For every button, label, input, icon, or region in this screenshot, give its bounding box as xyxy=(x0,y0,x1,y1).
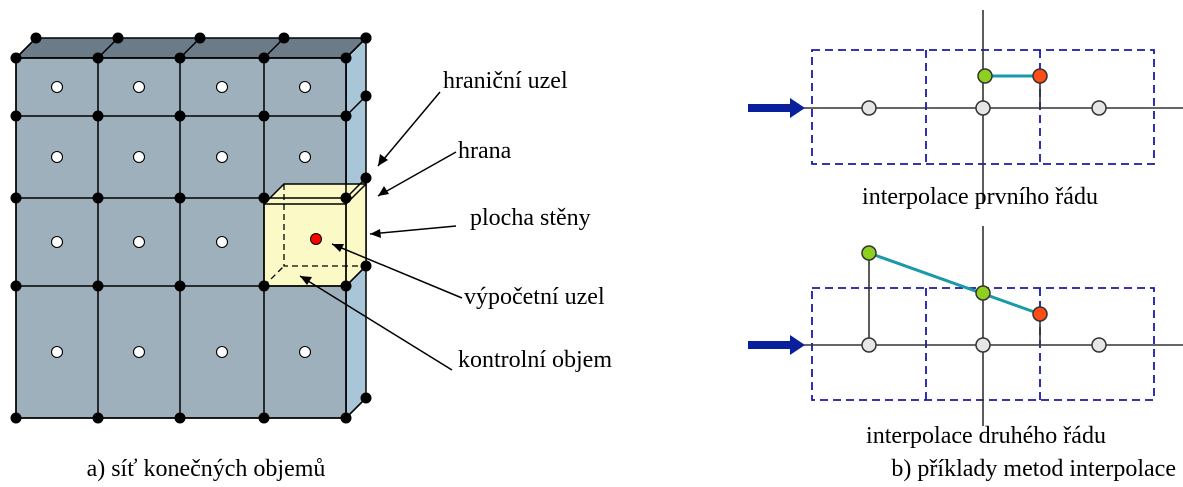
mesh-node xyxy=(258,192,270,204)
first-order-node-1 xyxy=(861,100,877,116)
cell-center-node xyxy=(132,345,146,359)
mesh-node xyxy=(174,412,186,424)
face-label: plocha stěny xyxy=(470,205,591,231)
second-order-extrapolated-value xyxy=(1032,306,1048,322)
leader-arrowheads xyxy=(300,154,389,285)
mesh-node xyxy=(340,110,352,122)
mesh-node xyxy=(258,110,270,122)
mesh-node xyxy=(340,280,352,292)
control-volume-hidden-edges xyxy=(283,184,366,267)
cell-center-node xyxy=(298,80,312,94)
cell-center-node xyxy=(132,235,146,249)
cell-center-node xyxy=(215,345,229,359)
first-order-face-value xyxy=(977,68,993,84)
mesh-node xyxy=(174,192,186,204)
cell-center-node xyxy=(50,150,64,164)
mesh-node xyxy=(10,412,22,424)
boundary-node-arrowhead xyxy=(378,154,388,166)
mesh-node xyxy=(92,192,104,204)
finite-volume-mesh: hraniční uzel hrana plocha stěny výpočet… xyxy=(10,32,612,482)
boundary-node-label: hraniční uzel xyxy=(443,68,568,94)
cell-center-node xyxy=(298,345,312,359)
first-order-label: interpolace prvního řádu xyxy=(862,184,1098,210)
computational-node-leader xyxy=(331,243,463,299)
boundary-node xyxy=(360,172,372,184)
mesh-node xyxy=(10,192,22,204)
edge-label: hrana xyxy=(458,138,512,164)
first-order-flow-arrow xyxy=(748,98,805,118)
right-caption: b) příklady metod interpolace xyxy=(891,456,1176,482)
mesh-node xyxy=(258,52,270,64)
computational-node xyxy=(310,233,322,245)
mesh-node xyxy=(10,280,22,292)
first-order-node-2 xyxy=(975,100,991,116)
first-order-diagram: interpolace prvního řádu xyxy=(748,10,1183,210)
cell-center-node xyxy=(50,235,64,249)
edge-leader xyxy=(377,151,457,197)
second-order-label: interpolace druhého řádu xyxy=(866,423,1106,449)
second-order-node-3 xyxy=(1091,337,1107,353)
second-order-flow-arrow xyxy=(748,335,805,355)
mesh-node xyxy=(92,280,104,292)
cell-center-node xyxy=(215,235,229,249)
second-order-node-1 xyxy=(861,337,877,353)
mesh-node xyxy=(174,280,186,292)
boundary-node xyxy=(194,32,206,44)
cell-center-node xyxy=(215,150,229,164)
boundary-node xyxy=(30,32,42,44)
boundary-node xyxy=(360,392,372,404)
control-volume-label: kontrolní objem xyxy=(458,347,612,373)
interpolation-examples: interpolace prvního řádu interpolace dru… xyxy=(748,10,1183,482)
mesh-node xyxy=(92,412,104,424)
mesh-node xyxy=(258,412,270,424)
second-order-face-value xyxy=(975,285,991,301)
cell-center-node xyxy=(50,80,64,94)
second-order-interp-line xyxy=(868,251,1041,316)
mesh-node xyxy=(174,52,186,64)
boundary-node xyxy=(112,32,124,44)
cell-center-node xyxy=(132,150,146,164)
mesh-node xyxy=(10,52,22,64)
mesh-node xyxy=(258,280,270,292)
boundary-node xyxy=(360,32,372,44)
second-order-diagram: interpolace druhého řádu xyxy=(748,226,1183,449)
left-caption: a) síť konečných objemů xyxy=(87,456,326,482)
mesh-node xyxy=(10,110,22,122)
first-order-node-3 xyxy=(1091,100,1107,116)
face-leader xyxy=(369,225,457,235)
cell-center-node xyxy=(215,80,229,94)
boundary-node xyxy=(360,90,372,102)
boundary-node xyxy=(360,260,372,272)
mesh-node xyxy=(92,52,104,64)
control-volume-leader xyxy=(299,275,453,371)
boundary-node xyxy=(278,32,290,44)
cell-center-nodes xyxy=(50,80,312,359)
mesh-node xyxy=(340,192,352,204)
mesh-node xyxy=(174,110,186,122)
second-order-upstream-value xyxy=(861,245,877,261)
leader-lines xyxy=(299,91,463,371)
second-order-node-2 xyxy=(975,337,991,353)
mesh-node xyxy=(92,110,104,122)
cell-center-node xyxy=(50,345,64,359)
cell-center-node xyxy=(298,150,312,164)
computational-node-arrowhead xyxy=(332,244,344,252)
computational-node-label: výpočetní uzel xyxy=(464,284,605,310)
edge-arrowhead xyxy=(378,186,389,196)
mesh-node xyxy=(340,412,352,424)
control-volume-arrowhead xyxy=(300,276,312,285)
boundary-node-leader xyxy=(377,91,441,167)
mesh-node xyxy=(340,52,352,64)
cell-center-node xyxy=(132,80,146,94)
mesh-corner-nodes xyxy=(10,32,372,424)
face-arrowhead xyxy=(370,229,381,238)
first-order-upwind-value xyxy=(1032,68,1048,84)
